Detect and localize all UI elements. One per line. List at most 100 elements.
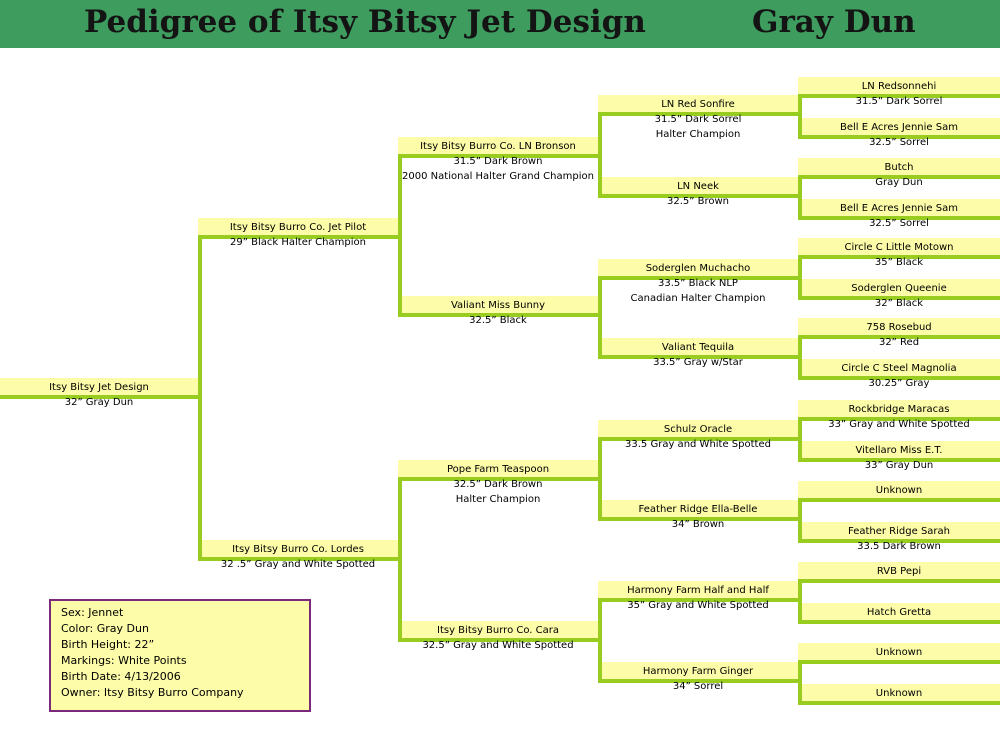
connector-line (798, 660, 802, 705)
entry-detail: 32.5” Gray and White Spotted (422, 640, 574, 651)
entry-detail: 30.25” Gray (868, 378, 930, 389)
connector-line (198, 235, 398, 239)
connector-line (598, 598, 602, 683)
connector-line (798, 660, 1000, 664)
connector-line (598, 112, 602, 198)
connector-line (798, 498, 802, 543)
connector-line (398, 477, 402, 642)
entry-name: Unknown (875, 688, 923, 699)
entry-detail: 33.5” Black NLP (658, 278, 738, 289)
entry-detail: Canadian Halter Champion (630, 293, 766, 304)
name-box (598, 259, 798, 276)
name-box (598, 338, 798, 355)
connector-line (798, 539, 1000, 543)
entry-detail: 33.5” Gray w/Star (653, 357, 743, 368)
name-box (598, 500, 798, 517)
entry-detail: 32” Black (874, 298, 924, 309)
info-birth-height: Birth Height: 22” (61, 638, 155, 651)
connector-line (798, 255, 802, 300)
entry-name: Valiant Miss Bunny (450, 300, 546, 311)
entry-detail: 35” Gray and White Spotted (627, 600, 769, 611)
pedigree-entry: RVB Pepi (798, 562, 1000, 612)
entry-name: Hatch Gretta (866, 607, 932, 618)
info-box: Sex: Jennet Color: Gray Dun Birth Height… (49, 599, 311, 712)
connector-line (598, 517, 798, 521)
connector-line (598, 437, 602, 521)
connector-line (198, 557, 398, 561)
entry-name: LN Neek (677, 181, 719, 192)
entry-detail: 32.5” Dark Brown (453, 479, 543, 490)
entry-name: Feather Ridge Sarah (848, 526, 950, 537)
connector-line (0, 395, 198, 399)
name-box (398, 137, 598, 154)
connector-line (798, 175, 802, 220)
name-box (398, 296, 598, 313)
name-box (198, 218, 398, 235)
entry-detail: 32.5” Sorrel (869, 137, 929, 148)
connector-line (798, 458, 1000, 462)
connector-line (398, 638, 598, 642)
name-box (798, 238, 1000, 255)
pedigree-entry: Valiant Tequila 33.5” Gray w/Star (598, 338, 798, 388)
info-birth-date: Birth Date: 4/13/2006 (61, 670, 181, 683)
connector-line (798, 701, 1000, 705)
name-box (798, 684, 1000, 701)
entry-name: Feather Ridge Ella-Belle (638, 504, 758, 515)
entry-name: Valiant Tequila (661, 342, 735, 353)
name-box (198, 540, 398, 557)
info-color: Color: Gray Dun (61, 622, 149, 635)
connector-line (398, 313, 598, 317)
entry-detail: 31.5” Dark Sorrel (855, 96, 943, 107)
connector-line (798, 94, 1000, 98)
entry-detail: 2000 National Halter Grand Champion (402, 171, 594, 182)
entry-detail: Gray Dun (875, 177, 923, 188)
name-box (798, 199, 1000, 216)
page-title: Pedigree of Itsy Bitsy Jet Design (84, 4, 646, 40)
entry-detail: 35” Black (874, 257, 924, 268)
connector-line (598, 598, 798, 602)
connector-line (598, 276, 798, 280)
entry-detail: 32.5” Sorrel (869, 218, 929, 229)
entry-detail: 32” Gray Dun (64, 397, 134, 408)
name-box (398, 460, 598, 477)
name-box (598, 420, 798, 437)
entry-detail: Halter Champion (455, 494, 541, 505)
entry-detail: 32 .5” Gray and White Spotted (220, 559, 376, 570)
name-box (398, 621, 598, 638)
pedigree-entry: Unknown (798, 684, 1000, 734)
entry-detail: 33.5 Gray and White Spotted (625, 439, 771, 450)
connector-line (398, 154, 598, 158)
name-box (798, 603, 1000, 620)
name-box (798, 118, 1000, 135)
name-box (0, 378, 198, 395)
entry-name: Soderglen Muchacho (645, 263, 751, 274)
entry-name: LN Red Sonfire (661, 99, 735, 110)
entry-detail: 34” Brown (671, 519, 725, 530)
entry-name: Pope Farm Teaspoon (446, 464, 550, 475)
name-box (798, 359, 1000, 376)
name-box (798, 279, 1000, 296)
connector-line (398, 477, 598, 481)
name-box (798, 77, 1000, 94)
color-title: Gray Dun (752, 4, 916, 40)
connector-line (598, 112, 798, 116)
connector-line (798, 135, 1000, 139)
entry-name: Harmony Farm Ginger (642, 666, 754, 677)
